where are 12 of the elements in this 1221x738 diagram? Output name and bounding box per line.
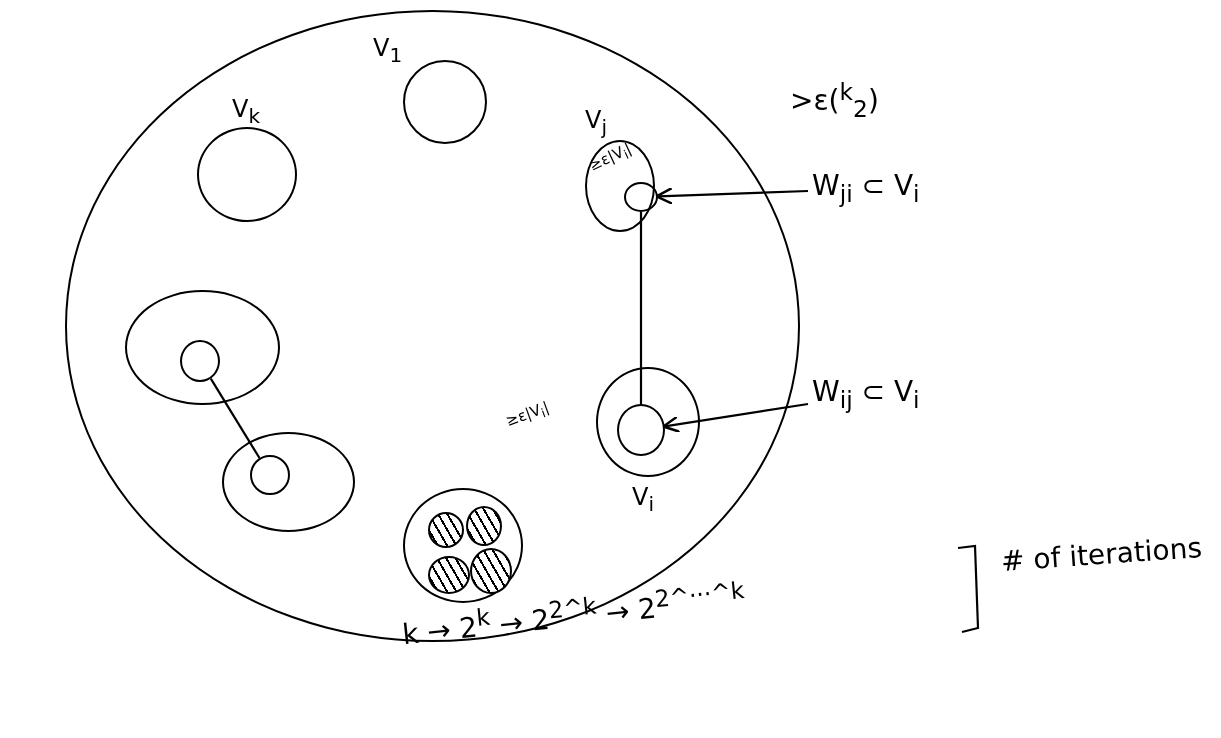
note-text: # of iterations	[1000, 530, 1203, 578]
arrow	[662, 402, 809, 433]
set-name-label: V$_{k}$	[232, 97, 260, 126]
math-label: W$_{ij}$ ⊂ V$_{i}$	[812, 378, 920, 412]
connecting-band	[209, 378, 261, 459]
set-name-label: V$_{j}$	[585, 108, 607, 137]
arrow	[655, 186, 809, 205]
connecting-band	[639, 212, 643, 404]
set-name-label: V$_{i}$	[632, 485, 654, 514]
group-count-label: >ε($^{k}$$_{2}$)	[790, 78, 879, 123]
set-name-label: V$_{1}$	[373, 36, 403, 65]
math-label: W$_{ji}$ ⊂ V$_{i}$	[812, 172, 920, 206]
